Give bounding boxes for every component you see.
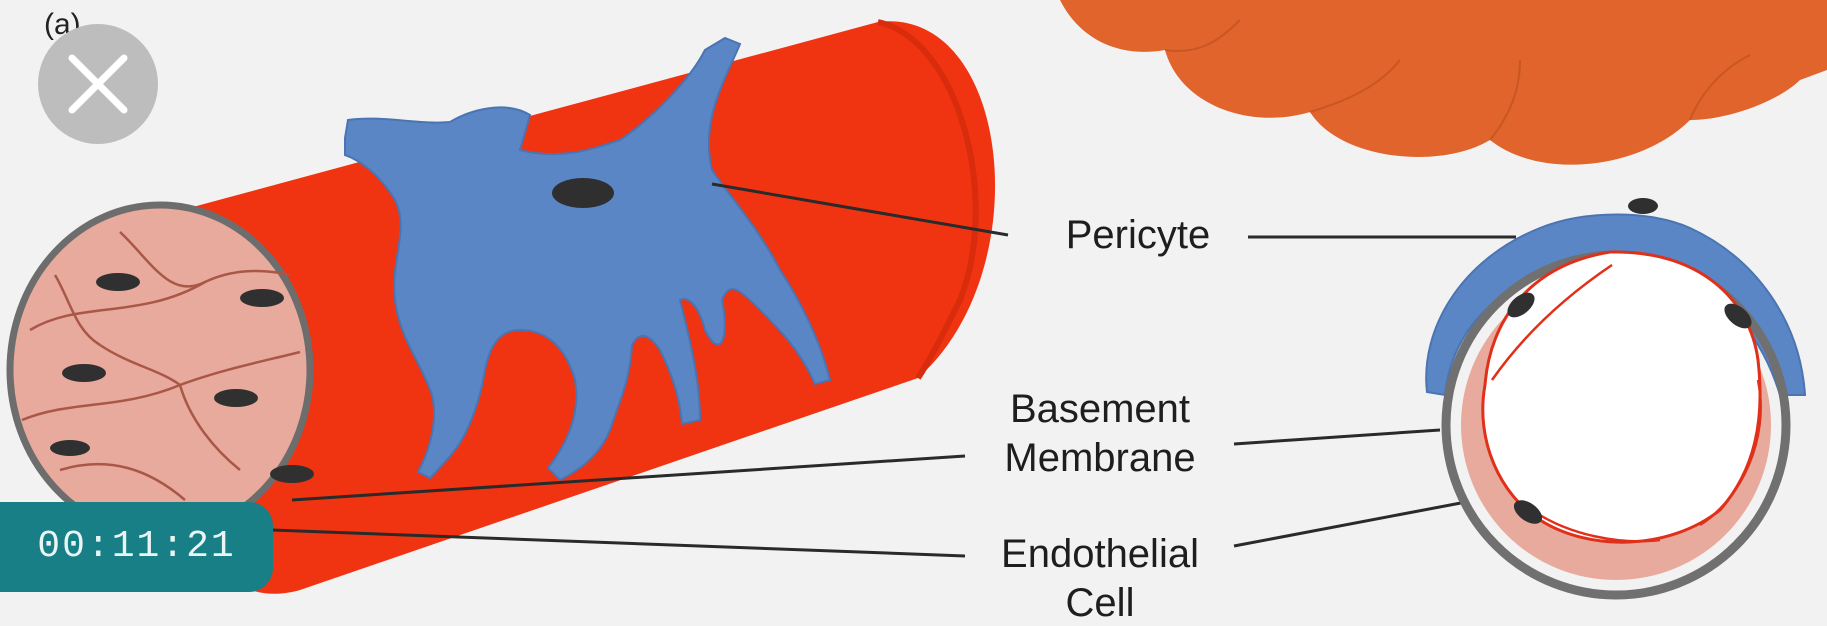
nucleus xyxy=(240,289,284,307)
basement-label-line1: Basement xyxy=(975,386,1225,432)
pericyte-nucleus xyxy=(552,178,614,208)
nucleus xyxy=(62,364,106,382)
basement-leader-right xyxy=(1234,430,1440,444)
capillary-cross-section-front xyxy=(10,205,310,535)
nucleus xyxy=(50,440,90,456)
nucleus xyxy=(214,389,258,407)
nucleus xyxy=(270,465,314,483)
tissue-blob xyxy=(1060,0,1827,165)
pericyte-nucleus-small xyxy=(1628,198,1658,214)
basement-label-line2: Membrane xyxy=(975,435,1225,481)
endothelial-label-line1: Endothelial xyxy=(975,531,1225,577)
nucleus xyxy=(96,273,140,291)
close-icon xyxy=(38,24,158,144)
endothelial-label-line2: Cell xyxy=(975,580,1225,626)
timer-badge: 00:11:21 xyxy=(0,502,273,592)
close-button[interactable] xyxy=(38,24,158,144)
endothelial-leader-right xyxy=(1234,502,1466,546)
capillary-cross-section-right xyxy=(1426,198,1805,595)
pericyte-label: Pericyte xyxy=(1038,212,1238,258)
